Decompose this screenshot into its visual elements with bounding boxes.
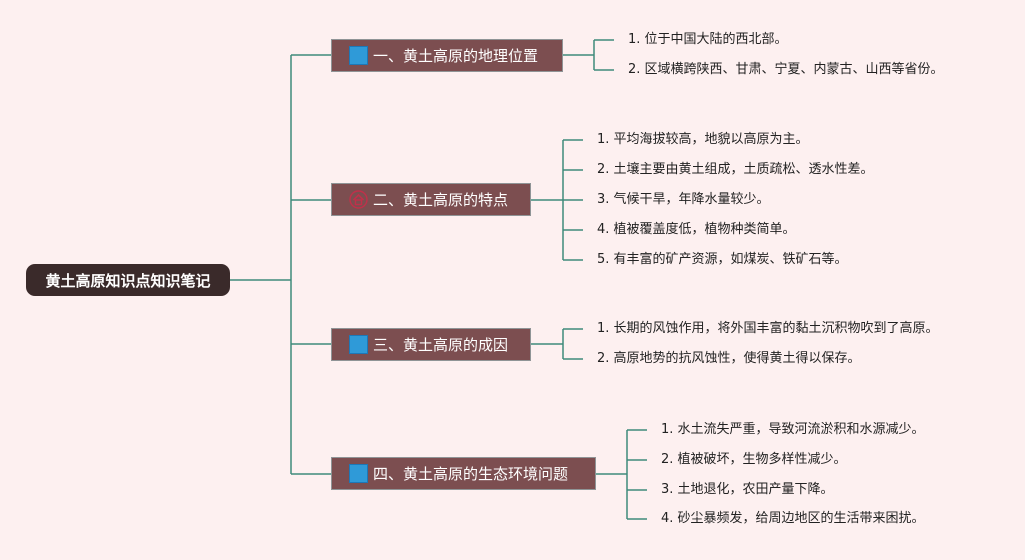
house-icon [349,190,368,209]
leaf-item[interactable]: 4. 植被覆盖度低，植物种类简单。 [597,222,796,237]
leaf-item[interactable]: 2. 土壤主要由黄土组成，土质疏松、透水性差。 [597,162,874,177]
blue-flag-icon [349,464,368,483]
root-node[interactable]: 黄土高原知识点知识笔记 [26,264,230,296]
branch-label: 四、黄土高原的生态环境问题 [373,465,569,483]
leaf-item[interactable]: 4. 砂尘暴频发，给周边地区的生活带来困扰。 [661,511,925,526]
leaf-item[interactable]: 1. 长期的风蚀作用，将外国丰富的黏土沉积物吹到了高原。 [597,321,939,336]
leaf-item[interactable]: 3. 气候干旱，年降水量较少。 [597,192,770,207]
branch-formation-causes[interactable]: 三、黄土高原的成因 [331,328,531,361]
branch-ecological-problems[interactable]: 四、黄土高原的生态环境问题 [331,457,596,490]
branch-geographic-location[interactable]: 一、黄土高原的地理位置 [331,39,563,72]
branch-characteristics[interactable]: 二、黄土高原的特点 [331,183,531,216]
root-label: 黄土高原知识点知识笔记 [45,271,211,290]
blue-flag-icon [349,46,368,65]
branch-label: 三、黄土高原的成因 [373,336,509,354]
branch-label: 一、黄土高原的地理位置 [373,47,539,65]
leaf-item[interactable]: 2. 高原地势的抗风蚀性，使得黄土得以保存。 [597,351,861,366]
leaf-item[interactable]: 2. 区域横跨陕西、甘肃、宁夏、内蒙古、山西等省份。 [628,62,944,77]
leaf-item[interactable]: 1. 位于中国大陆的西北部。 [628,32,788,47]
leaf-item[interactable]: 1. 平均海拔较高，地貌以高原为主。 [597,132,809,147]
branch-label: 二、黄土高原的特点 [373,191,509,209]
leaf-item[interactable]: 2. 植被破坏，生物多样性减少。 [661,452,847,467]
leaf-item[interactable]: 1. 水土流失严重，导致河流淤积和水源减少。 [661,422,925,437]
leaf-item[interactable]: 3. 土地退化，农田产量下降。 [661,482,834,497]
leaf-item[interactable]: 5. 有丰富的矿产资源，如煤炭、铁矿石等。 [597,252,848,267]
blue-flag-icon [349,335,368,354]
